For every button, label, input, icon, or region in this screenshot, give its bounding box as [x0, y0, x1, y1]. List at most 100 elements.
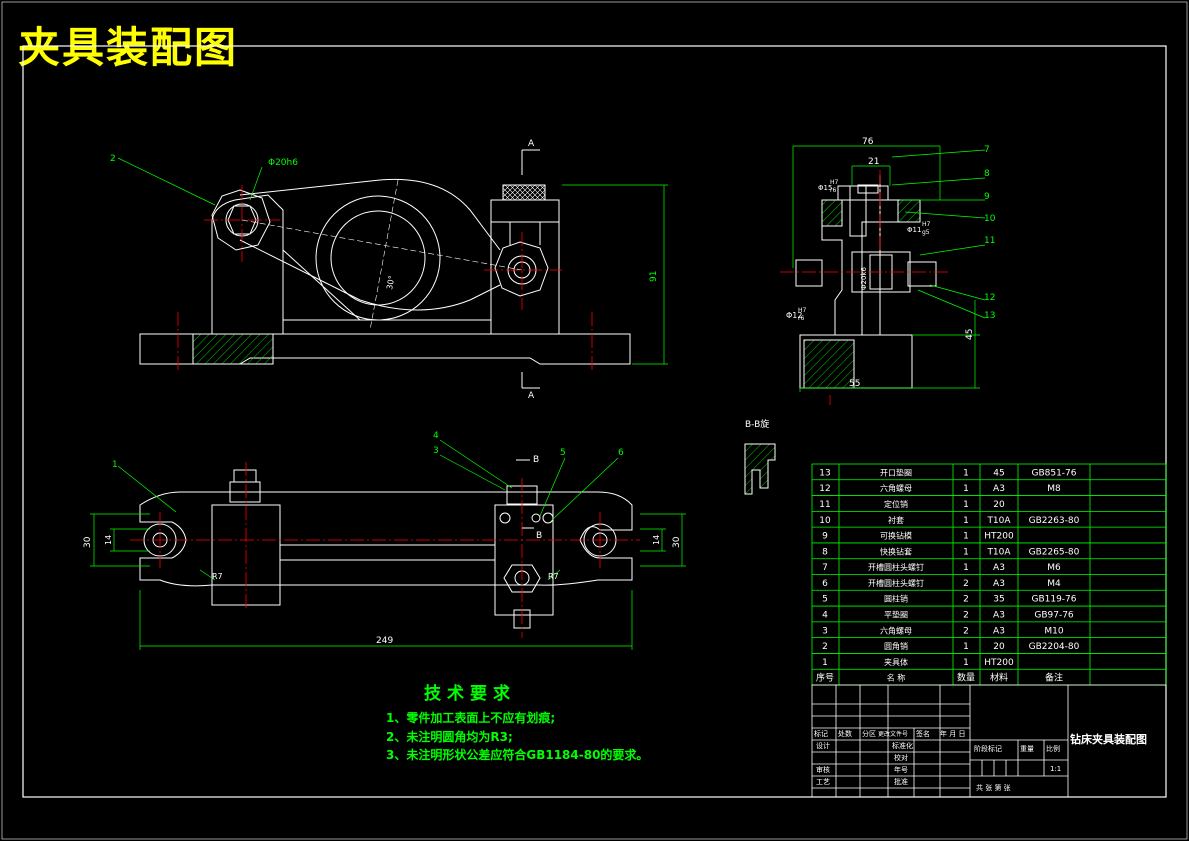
dim-phi12-fit-bottom: r6 [798, 315, 804, 322]
section-b-mid-label: B [536, 531, 542, 541]
parts-cell-no: 9 [822, 532, 828, 542]
title-block-change-doc: 更改文件号 [878, 730, 908, 738]
drawing-name: 钻床夹具装配图 [1070, 732, 1147, 746]
parts-cell-name: 平垫圈 [884, 609, 908, 619]
balloon-12: 12 [984, 293, 995, 303]
dim-phi12-fit-top: H7 [798, 307, 807, 314]
balloon-11: 11 [984, 236, 995, 246]
parts-cell-std: GB119-76 [1031, 595, 1076, 605]
drawing-heading: 夹具装配图 [18, 23, 239, 72]
parts-cell-std: M10 [1044, 626, 1063, 636]
tech-requirements-heading: 技术要求 [424, 684, 516, 704]
top-view-centerlines [130, 462, 640, 638]
parts-cell-mat: 35 [993, 595, 1004, 605]
parts-cell-qty: 2 [963, 595, 969, 605]
title-block-scale: 比例 [1046, 744, 1060, 753]
front-view-centerlines [177, 185, 593, 370]
parts-cell-name: 衬套 [888, 515, 904, 525]
balloon-2: 2 [110, 154, 116, 164]
dim-phi20k6: Φ20k6 [860, 267, 868, 290]
parts-cell-qty: 2 [963, 610, 969, 620]
balloon-6: 6 [618, 448, 624, 458]
parts-cell-no: 6 [822, 579, 828, 589]
dim-14-right: 14 [652, 535, 661, 545]
parts-cell-qty: 1 [963, 532, 969, 542]
parts-cell-name: 快换钻套 [880, 546, 912, 556]
title-block-weight: 重量 [1020, 745, 1034, 753]
parts-cell-mat: A3 [993, 484, 1005, 494]
parts-cell-mat: 20 [993, 642, 1005, 652]
parts-cell-no: 2 [822, 642, 828, 652]
side-view-dimensions [792, 145, 986, 392]
parts-cell-name: 夹具体 [884, 657, 908, 667]
parts-cell-mat: A3 [993, 610, 1005, 620]
parts-cell-name: 名 称 [887, 673, 906, 683]
parts-cell-qty: 2 [963, 579, 969, 589]
dim-phi11-fit-bottom: g5 [922, 229, 930, 236]
dim-45: 45 [965, 329, 975, 340]
title-block-scale-value: 1:1 [1050, 765, 1061, 773]
parts-cell-no: 4 [822, 610, 828, 620]
dim-30-deg: 30° [385, 275, 396, 291]
parts-cell-no: 11 [819, 500, 830, 510]
title-block-mark: 标记 [814, 729, 828, 738]
title-block-count: 处数 [838, 729, 852, 738]
dim-phi15-fit-bottom: r6 [830, 187, 836, 194]
dim-55: 55 [849, 379, 860, 389]
parts-cell-name: 可换钻模 [880, 531, 912, 541]
parts-cell-std: M8 [1047, 484, 1061, 494]
parts-cell-no: 8 [822, 547, 828, 557]
parts-cell-mat: A3 [993, 563, 1005, 573]
front-view [139, 178, 631, 365]
balloon-13: 13 [984, 311, 995, 321]
side-view-centerlines [780, 170, 950, 405]
parts-cell-mat: HT200 [984, 532, 1014, 542]
inner-frame [22, 45, 1167, 798]
balloon-3: 3 [433, 446, 439, 456]
parts-cell-qty: 1 [963, 516, 969, 526]
parts-cell-qty: 1 [963, 658, 969, 668]
title-block-date: 年 月 日 [940, 729, 965, 738]
section-b-title: B-B旋 [745, 420, 770, 430]
parts-cell-no: 序号 [816, 672, 834, 684]
parts-cell-no: 1 [822, 658, 828, 668]
title-block-date-code: 年号 [894, 765, 908, 774]
parts-cell-name: 开口垫圈 [880, 467, 912, 477]
parts-cell-mat: 45 [993, 468, 1004, 478]
dim-30-right: 30 [672, 536, 682, 548]
balloon-1: 1 [112, 460, 118, 470]
parts-cell-name: 定位销 [884, 499, 908, 509]
dim-249: 249 [376, 636, 393, 646]
parts-cell-qty: 2 [963, 626, 969, 636]
parts-cell-no: 3 [822, 626, 828, 636]
title-block-design: 设计 [816, 741, 830, 750]
parts-cell-qty: 1 [963, 468, 969, 478]
dim-phi15-fit-top: H7 [830, 179, 839, 186]
parts-cell-qty: 数量 [957, 672, 975, 684]
section-b-marks [516, 459, 534, 529]
parts-cell-name: 圆柱销 [884, 594, 908, 604]
parts-cell-no: 7 [822, 563, 828, 573]
dim-r7-right: R7 [548, 572, 559, 581]
parts-cell-mat: A3 [993, 626, 1005, 636]
section-b-detail [744, 443, 776, 495]
balloon-5: 5 [560, 448, 566, 458]
section-a-bottom-label: A [528, 391, 535, 401]
parts-cell-mat: HT200 [984, 658, 1014, 668]
parts-cell-qty: 1 [963, 563, 969, 573]
dim-phi11-fit-top: H7 [922, 221, 931, 228]
balloon-9: 9 [984, 192, 990, 202]
parts-cell-std: GB97-76 [1034, 610, 1074, 620]
balloon-8: 8 [984, 169, 990, 179]
tech-requirement-item: 3、未注明形状公差应符合GB1184-80的要求。 [386, 748, 649, 762]
parts-cell-std: GB851-76 [1031, 468, 1076, 478]
tech-requirement-item: 2、未注明圆角均为R3; [386, 730, 513, 744]
title-block-zone: 分区 [862, 729, 876, 738]
dim-phi15: Φ15 [818, 184, 832, 192]
dim-phi12: Φ12 [786, 311, 802, 320]
dim-21: 21 [868, 157, 879, 167]
section-a-marks [521, 149, 540, 389]
